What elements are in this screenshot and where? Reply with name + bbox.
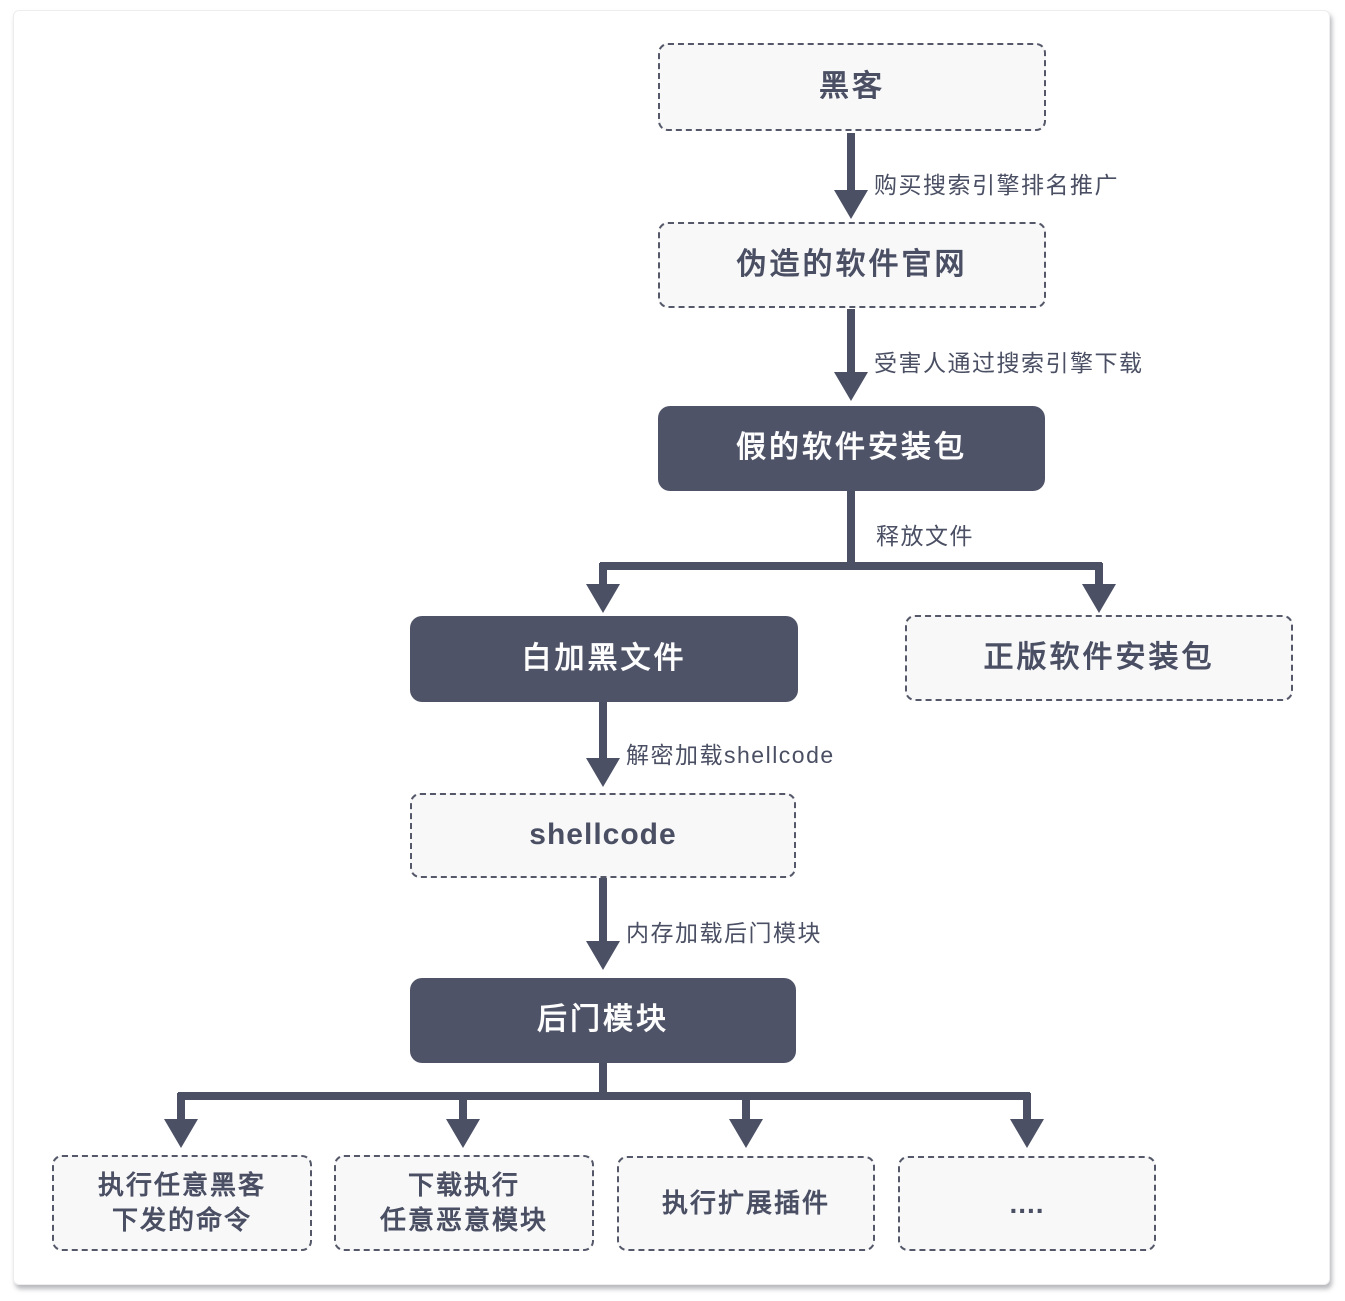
node-exec-hacker-cmds-label: 执行任意黑客 下发的命令 — [97, 1169, 266, 1235]
node-exec-hacker-cmds: 执行任意黑客 下发的命令 — [52, 1155, 312, 1251]
node-white-black-file: 白加黑文件 — [410, 616, 798, 702]
edge-label-victim-downloads: 受害人通过搜索引擎下载 — [874, 350, 1144, 376]
node-more: .... — [898, 1156, 1156, 1251]
node-shellcode: shellcode — [410, 793, 796, 878]
node-backdoor-module-label: 后门模块 — [537, 1003, 669, 1037]
node-backdoor-module: 后门模块 — [410, 978, 796, 1063]
node-genuine-installer-label: 正版软件安装包 — [983, 640, 1215, 674]
node-shellcode-label: shellcode — [529, 818, 677, 852]
edge-label-decrypt-load-shellcode: 解密加载shellcode — [626, 742, 835, 768]
node-download-exec-malicious: 下载执行 任意恶意模块 — [334, 1155, 594, 1251]
node-more-label: .... — [1009, 1187, 1045, 1219]
node-exec-extension-plugins-label: 执行扩展插件 — [661, 1187, 830, 1218]
edge-label-memory-load-backdoor: 内存加载后门模块 — [626, 920, 822, 946]
edge-label-drop-files: 释放文件 — [876, 523, 974, 549]
node-fake-site-label: 伪造的软件官网 — [736, 247, 968, 281]
node-hacker: 黑客 — [658, 43, 1046, 131]
node-fake-site: 伪造的软件官网 — [658, 222, 1046, 308]
node-hacker-label: 黑客 — [819, 69, 885, 103]
edge-label-buy-seo-ranking: 购买搜索引擎排名推广 — [874, 172, 1119, 198]
node-fake-installer-label: 假的软件安装包 — [736, 431, 967, 465]
node-exec-extension-plugins: 执行扩展插件 — [617, 1156, 875, 1251]
node-white-black-file-label: 白加黑文件 — [521, 641, 687, 675]
node-download-exec-malicious-label: 下载执行 任意恶意模块 — [379, 1169, 548, 1235]
node-fake-installer: 假的软件安装包 — [658, 406, 1045, 491]
node-genuine-installer: 正版软件安装包 — [905, 615, 1293, 701]
